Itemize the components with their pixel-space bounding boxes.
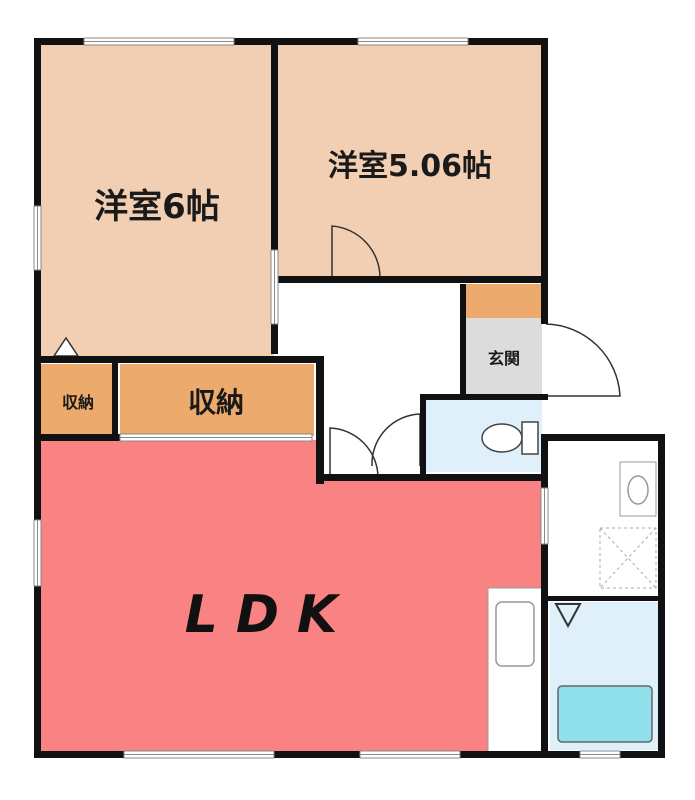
- walls: [34, 38, 665, 758]
- western-room-6-floor: [40, 44, 274, 356]
- entrance-step: [466, 284, 542, 318]
- closet-small-floor: [40, 364, 116, 436]
- room-label-ldk: LDK: [185, 585, 356, 645]
- bath-step-mark: [554, 603, 582, 629]
- kitchen-sink: [495, 601, 535, 667]
- room-label-closet-large: 収納: [188, 386, 244, 419]
- room-label-western-506: 洋室5.06帖: [328, 149, 492, 184]
- room-label-western-6: 洋室6帖: [94, 187, 220, 227]
- room-label-closet-small: 収納: [62, 393, 94, 412]
- western-room-506-floor: [278, 44, 542, 278]
- washbasin-bowl: [627, 475, 649, 505]
- ldk-floor: [40, 440, 542, 752]
- room-label-entrance: 玄関: [488, 349, 520, 368]
- entrance-floor: [466, 318, 542, 394]
- toilet-tank: [521, 421, 539, 455]
- washing-machine-area: [599, 527, 657, 589]
- door-swings: [329, 225, 621, 478]
- bathtub: [557, 685, 653, 743]
- closet-large-floor: [120, 364, 314, 436]
- toilet-bowl: [481, 423, 523, 453]
- windows: [33, 37, 621, 759]
